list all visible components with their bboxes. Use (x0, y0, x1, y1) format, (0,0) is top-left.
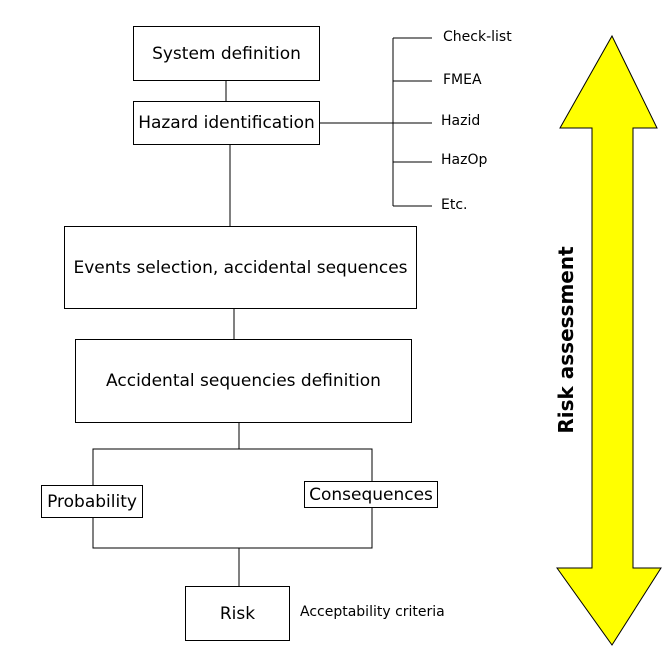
acceptability-criteria-label: Acceptability criteria (300, 604, 445, 620)
consequences-label: Consequences (309, 484, 433, 505)
events-selection-box: Events selection, accidental sequences (64, 226, 417, 309)
probability-label: Probability (47, 491, 137, 512)
system-definition-box: System definition (133, 26, 320, 81)
events-selection-label: Events selection, accidental sequences (73, 257, 408, 278)
risk-assessment-label: Risk assessment (554, 246, 578, 434)
method-item-fmea: FMEA (443, 72, 482, 88)
method-item-etc: Etc. (441, 197, 468, 213)
hazard-identification-label: Hazard identification (138, 113, 315, 133)
consequences-box: Consequences (304, 481, 438, 508)
sequences-definition-label: Accidental sequencies definition (106, 371, 381, 391)
risk-box: Risk (185, 586, 290, 641)
sequences-definition-box: Accidental sequencies definition (75, 339, 412, 423)
system-definition-label: System definition (152, 43, 301, 64)
probability-box: Probability (41, 485, 143, 518)
method-item-checklist: Check-list (443, 29, 512, 45)
hazard-identification-box: Hazard identification (133, 101, 320, 145)
method-item-hazop: HazOp (441, 152, 488, 168)
risk-assessment-arrow (556, 34, 662, 646)
method-item-hazid: Hazid (441, 113, 481, 129)
risk-label: Risk (219, 603, 256, 624)
